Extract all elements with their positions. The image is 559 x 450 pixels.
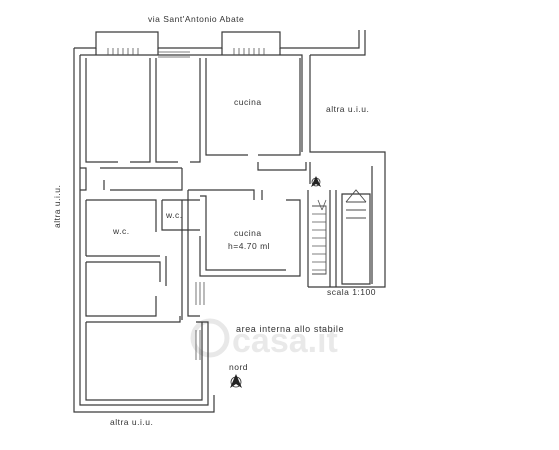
watermark-text: casa.it	[232, 322, 338, 360]
room-label-cucina-mid: cucina	[234, 228, 262, 238]
room-label-wc-small: w.c.	[165, 210, 183, 220]
north-label: nord	[229, 362, 248, 372]
north-arrow-small-icon	[311, 176, 321, 187]
watermark: casa.it	[190, 318, 338, 360]
adjacent-label-bottom: altra u.i.u.	[110, 417, 153, 427]
north-arrow-icon: nord	[229, 362, 248, 388]
facade-windows	[107, 48, 265, 58]
street-label: via Sant'Antonio Abate	[148, 14, 244, 24]
outer-walls	[73, 30, 386, 413]
adjacent-label-right: altra u.i.u.	[326, 104, 369, 114]
adjacent-label-left: altra u.i.u.	[52, 185, 62, 228]
scale-label: scala 1:100	[327, 287, 376, 297]
room-label-cucina-height: h=4.70 ml	[228, 241, 270, 251]
interior-walls	[80, 58, 373, 401]
room-label-wc-left: w.c.	[112, 226, 130, 236]
room-label-cucina-top: cucina	[234, 97, 262, 107]
courtyard-label: area interna allo stabile	[236, 324, 344, 334]
